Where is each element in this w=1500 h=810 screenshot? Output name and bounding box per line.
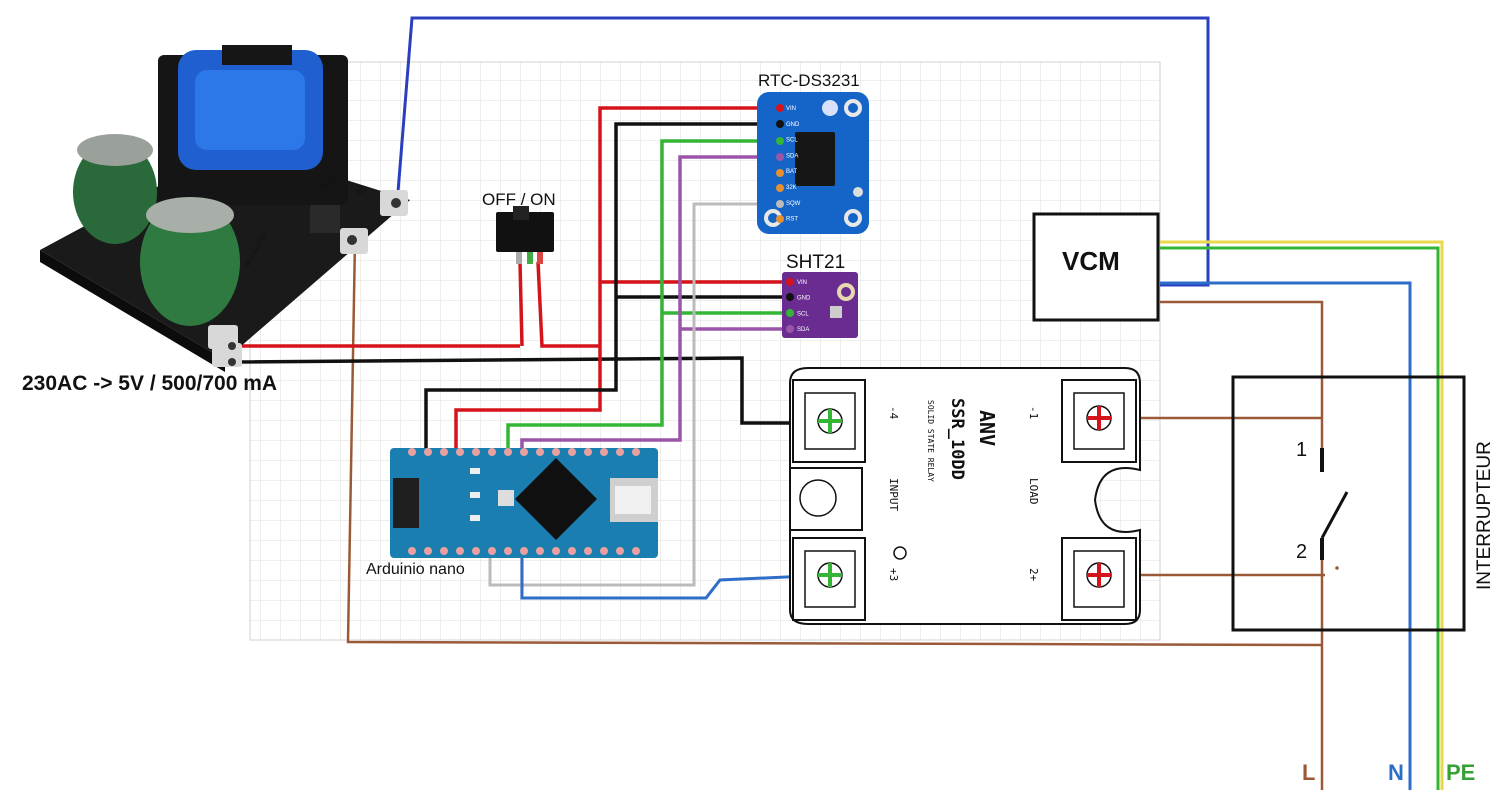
sht-pin-sda: SDA (797, 327, 809, 333)
nano-header-pin (600, 448, 608, 456)
slide-switch (496, 206, 554, 264)
interrupteur-box (1231, 375, 1466, 632)
vcm-label: VCM (1062, 246, 1120, 276)
nano-header-pin (504, 547, 512, 555)
wire-neutral (1160, 281, 1412, 790)
nano-header-pin (408, 547, 416, 555)
ssr-brand: ANV (975, 410, 999, 446)
nano-header-pin (536, 448, 544, 456)
ssr-terminal-load-pos: 2+ (1027, 568, 1040, 582)
nano-header-pin (504, 448, 512, 456)
wire-blue-d5 (520, 555, 831, 600)
psu-label: 230AC -> 5V / 500/700 mA (22, 372, 277, 395)
sht-label: SHT21 (786, 252, 845, 273)
nano-header-pin (456, 448, 464, 456)
nano-header-pin (600, 547, 608, 555)
rtc-pin-rst: RST (786, 217, 798, 223)
wire-brown-psu (346, 239, 1323, 647)
nano-header-pin (632, 448, 640, 456)
interrupteur-label: INTERRUPTEUR (1474, 441, 1495, 590)
vcm-box (1032, 212, 1160, 322)
nano-header-pin (616, 448, 624, 456)
nano-header-pin (488, 547, 496, 555)
wire-purple-sda (520, 155, 780, 452)
rtc-pin-vin: VIN (786, 106, 796, 112)
nano-header-pin (632, 547, 640, 555)
nano-header-pin (552, 448, 560, 456)
nano-header-pin (408, 448, 416, 456)
sht-pin-gnd: GND (797, 296, 811, 302)
wire-white-sqw (488, 202, 778, 587)
wire-pe-green (1160, 246, 1440, 790)
nano-header-pin (584, 547, 592, 555)
arduino-label: Arduinio nano (366, 561, 465, 578)
nano-header-pin (568, 547, 576, 555)
switch-pin-1: 1 (1296, 439, 1307, 461)
ssr-model: SSR_10DD (947, 398, 967, 480)
psu-module: INPUT AC DC100-375V (40, 45, 410, 372)
wire-black-psu (231, 356, 815, 425)
grid-border (249, 61, 1161, 641)
nano-header-pin (472, 448, 480, 456)
nano-header-pin (440, 547, 448, 555)
nano-header-pin (568, 448, 576, 456)
nano-header-pin (472, 547, 480, 555)
sht21-module (782, 272, 858, 338)
switch-pin-2: 2 (1296, 541, 1307, 563)
ssr-input-label: INPUT (887, 478, 900, 511)
nano-header-pin (488, 448, 496, 456)
rtc-pin-sda: SDA (786, 153, 798, 159)
nano-header-pin (424, 448, 432, 456)
rtc-label: RTC-DS3231 (758, 71, 860, 90)
nano-header-pin (552, 547, 560, 555)
nano-header-pin (520, 547, 528, 555)
sht-pin-vin: VIN (797, 280, 807, 286)
ssr-load-label: LOAD (1027, 478, 1040, 505)
rtc-module (757, 92, 869, 234)
ssr-terminal-in-neg: -4 (887, 406, 900, 420)
rtc-pin-sqw: SQW (786, 201, 801, 207)
nano-header-pin (536, 547, 544, 555)
switch-lever (1320, 491, 1349, 539)
switch-dot (1335, 566, 1339, 570)
ssr-terminal-in-pos: +3 (887, 568, 900, 581)
solid-state-relay (789, 367, 1141, 625)
nano-header-pin (520, 448, 528, 456)
wire-red-vin (454, 106, 780, 452)
nano-header-pin (424, 547, 432, 555)
wire-dark-blue-top (396, 16, 1210, 287)
label-earth: PE (1446, 760, 1475, 785)
wire-black-gnd (424, 122, 780, 452)
arduino-nano (390, 448, 658, 558)
ssr-terminal-load-neg: -1 (1027, 406, 1040, 419)
ssr-subtitle: SOLID STATE RELAY (926, 400, 935, 482)
nano-header-pin (616, 547, 624, 555)
wire-green-scl (506, 139, 780, 452)
label-live: L (1302, 760, 1315, 785)
nano-header-pin (584, 448, 592, 456)
nano-header-pin (456, 547, 464, 555)
wire-switch-left (518, 261, 524, 347)
rtc-pin-bat: BAT (786, 169, 798, 175)
wire-switch-right (536, 261, 600, 348)
nano-header-pin (440, 448, 448, 456)
label-neutral: N (1388, 760, 1404, 785)
switch-label: OFF / ON (482, 190, 556, 209)
rtc-pin-scl: SCL (786, 138, 798, 144)
rtc-pin-32k: 32K (786, 185, 797, 191)
wire-live-top (1160, 300, 1324, 448)
wire-pe-yellow (1160, 240, 1444, 790)
sht-pin-scl: SCL (797, 311, 809, 317)
rtc-pin-gnd: GND (786, 122, 800, 128)
